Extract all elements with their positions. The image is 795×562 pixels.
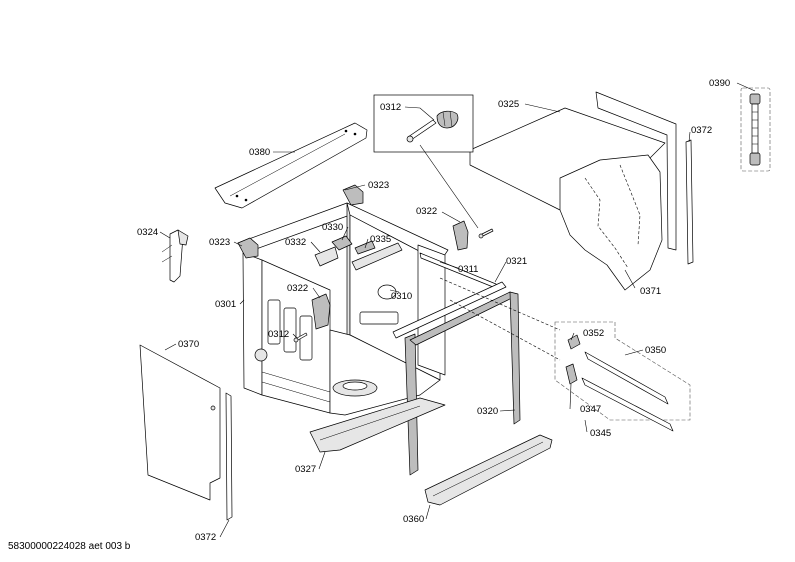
leader-lines xyxy=(159,82,756,538)
callout-0322-right: 0322 xyxy=(416,206,437,217)
part-0324-bracket xyxy=(161,229,189,283)
part-0312-inset-detail xyxy=(373,94,474,153)
part-0380-cover-plate xyxy=(214,122,368,209)
part-0370-side-panel xyxy=(139,344,221,501)
part-0390-hose xyxy=(740,87,771,172)
part-0372-strip-left xyxy=(225,392,233,521)
callout-0372-left: 0372 xyxy=(195,532,216,543)
callout-0335: 0335 xyxy=(370,234,391,245)
part-0372-strip-right xyxy=(685,139,694,265)
document-code: 58300000224028 aet 003 b xyxy=(8,541,131,552)
callout-0332: 0332 xyxy=(285,237,306,248)
callout-0347: 0347 xyxy=(580,404,601,415)
part-0327-base-cover xyxy=(309,397,446,453)
callout-0301: 0301 xyxy=(215,299,236,310)
callout-0312-inset: 0312 xyxy=(380,102,401,113)
callout-0372-right: 0372 xyxy=(691,125,712,136)
part-0371-insulation-side xyxy=(559,154,663,291)
callout-0352: 0352 xyxy=(583,328,604,339)
part-0345-rail-group xyxy=(554,321,691,432)
callout-0370: 0370 xyxy=(178,339,199,350)
callout-0330: 0330 xyxy=(322,222,343,233)
part-0321-strip xyxy=(392,281,507,339)
part-0360-plinth xyxy=(424,434,553,506)
callout-0321: 0321 xyxy=(506,256,527,267)
callout-0323-left: 0323 xyxy=(209,237,230,248)
part-0330-0332-components xyxy=(314,235,403,271)
callout-0350: 0350 xyxy=(645,345,666,356)
part-0301-tub-frame xyxy=(237,184,449,416)
callout-0323-top: 0323 xyxy=(368,180,389,191)
callout-0311: 0311 xyxy=(458,264,478,275)
part-0322-brackets xyxy=(311,220,469,330)
callout-0310: 0310 xyxy=(391,291,412,302)
callout-0371: 0371 xyxy=(640,286,661,297)
callout-0322-left: 0322 xyxy=(287,283,308,294)
callout-0360: 0360 xyxy=(403,514,424,525)
callout-0380: 0380 xyxy=(249,147,270,158)
callout-0327: 0327 xyxy=(295,464,316,475)
part-0312-screws xyxy=(293,228,494,343)
callout-0390: 0390 xyxy=(709,78,730,89)
callout-0320: 0320 xyxy=(477,406,498,417)
callout-0312-main: 0312 xyxy=(268,329,289,340)
callout-0324: 0324 xyxy=(137,227,158,238)
callout-0345: 0345 xyxy=(590,428,611,439)
callout-0325: 0325 xyxy=(498,99,519,110)
